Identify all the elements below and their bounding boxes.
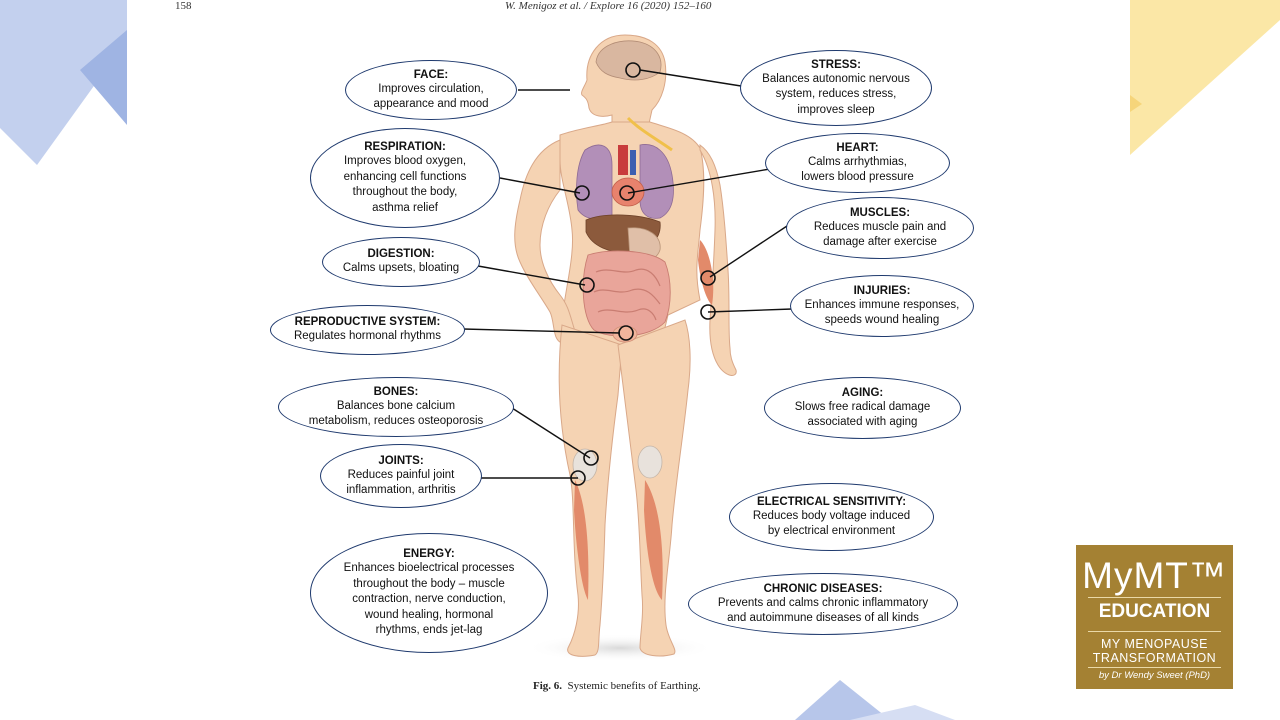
callout-respiration: RESPIRATION: Improves blood oxygen, enhan… bbox=[310, 128, 500, 228]
callout-chronic-line: and autoimmune diseases of all kinds bbox=[727, 612, 919, 624]
right-knee bbox=[637, 445, 663, 479]
callout-muscles-line: damage after exercise bbox=[823, 236, 937, 248]
callout-electrical-title: ELECTRICAL SENSITIVITY: bbox=[756, 495, 907, 508]
figure-label: Fig. 6. bbox=[533, 680, 563, 692]
forearm-muscle bbox=[698, 240, 714, 305]
callout-respiration-line: enhancing cell functions bbox=[343, 170, 467, 183]
figure-caption: Fig. 6. Systemic benefits of Earthing. bbox=[533, 680, 701, 692]
callout-stress-line: system, reduces stress, bbox=[775, 88, 897, 101]
callout-muscles-line: Reduces muscle pain and bbox=[813, 220, 947, 233]
logo-divider bbox=[1088, 667, 1221, 668]
left-lung bbox=[576, 144, 613, 220]
callout-bones-line: metabolism, reduces osteoporosis bbox=[308, 415, 484, 427]
callout-chronic: CHRONIC DISEASES: Prevents and calms chr… bbox=[688, 573, 958, 635]
callout-face: FACE: Improves circulation, appearance an… bbox=[345, 60, 517, 120]
callout-energy-line: wound healing, hormonal bbox=[364, 608, 494, 621]
callout-aging-line: Slows free radical damage bbox=[794, 400, 931, 413]
callout-respiration-title: RESPIRATION: bbox=[364, 141, 446, 153]
intestines bbox=[582, 250, 671, 337]
callout-electrical-line: by electrical environment bbox=[767, 525, 896, 537]
callout-joints-line: Reduces painful joint bbox=[347, 468, 455, 481]
callout-electrical-line: Reduces body voltage induced bbox=[752, 509, 911, 522]
callout-muscles: MUSCLES: Reduces muscle pain and damage a… bbox=[786, 197, 974, 259]
callout-bones: BONES: Balances bone calcium metabolism, … bbox=[278, 377, 514, 437]
callout-face-line: Improves circulation, bbox=[378, 82, 484, 95]
callout-joints-line: inflammation, arthritis bbox=[346, 484, 456, 496]
callout-respiration-line: throughout the body, bbox=[352, 186, 458, 198]
aorta bbox=[618, 145, 628, 175]
callout-reproductive-line: Regulates hormonal rhythms bbox=[293, 330, 441, 343]
decor-yellow-top-right bbox=[1130, 0, 1280, 155]
callout-digestion-line: Calms upsets, bloating bbox=[342, 262, 460, 275]
logo-byline: by Dr Wendy Sweet (PhD) bbox=[1098, 670, 1211, 681]
callout-injuries-line: speeds wound healing bbox=[824, 314, 940, 326]
callout-respiration-line: asthma relief bbox=[372, 201, 438, 214]
callout-injuries: INJURIES: Enhances immune responses, spee… bbox=[790, 275, 974, 337]
left-leg-muscle bbox=[574, 480, 589, 600]
floor-shadow bbox=[525, 634, 715, 662]
right-leg-muscle bbox=[644, 480, 663, 600]
callout-face-title: FACE: bbox=[413, 68, 449, 81]
page-header: 158 W. Menigoz et al. / Explore 16 (2020… bbox=[175, 0, 745, 16]
callout-chronic-title: CHRONIC DISEASES: bbox=[763, 582, 883, 595]
decor-blue-top-left bbox=[0, 0, 127, 165]
callout-energy: ENERGY: Enhances bioelectrical processes… bbox=[310, 533, 548, 653]
page-number: 158 bbox=[175, 0, 192, 12]
callout-stress: STRESS: Balances autonomic nervous system… bbox=[740, 50, 932, 126]
callout-injuries-line: Enhances immune responses, bbox=[804, 298, 960, 311]
callout-aging-line: associated with aging bbox=[807, 416, 918, 428]
callout-joints: JOINTS: Reduces painful joint inflammatio… bbox=[320, 444, 482, 508]
callout-muscles-title: MUSCLES: bbox=[849, 206, 911, 219]
journal-reference: W. Menigoz et al. / Explore 16 (2020) 15… bbox=[505, 0, 712, 12]
callout-energy-line: rhythms, ends jet-lag bbox=[375, 624, 483, 637]
callout-chronic-line: Prevents and calms chronic inflammatory bbox=[717, 596, 929, 609]
callout-stress-line: improves sleep bbox=[797, 103, 875, 116]
callout-reproductive-title: REPRODUCTIVE SYSTEM: bbox=[294, 316, 441, 329]
callout-heart-line: lowers blood pressure bbox=[801, 171, 914, 183]
callout-electrical: ELECTRICAL SENSITIVITY: Reduces body vol… bbox=[729, 483, 934, 551]
body-silhouette bbox=[514, 34, 737, 657]
logo-divider bbox=[1088, 631, 1221, 632]
heart bbox=[611, 177, 645, 207]
callout-heart-line: Calms arrhythmias, bbox=[807, 155, 908, 168]
callout-energy-line: contraction, nerve conduction, bbox=[352, 593, 506, 606]
figure-caption-text: Systemic benefits of Earthing. bbox=[567, 680, 701, 692]
callout-reproductive: REPRODUCTIVE SYSTEM: Regulates hormonal … bbox=[270, 305, 465, 355]
callout-aging: AGING: Slows free radical damage associat… bbox=[764, 377, 961, 439]
callout-aging-title: AGING: bbox=[841, 386, 884, 399]
marker-circles bbox=[570, 62, 716, 486]
callout-face-line: appearance and mood bbox=[373, 98, 489, 110]
callout-stress-line: Balances autonomic nervous bbox=[762, 72, 910, 85]
logo-education: EDUCATION bbox=[1098, 601, 1211, 622]
logo-my-menopause: MY MENOPAUSE bbox=[1101, 637, 1208, 651]
callout-bones-title: BONES: bbox=[373, 385, 419, 398]
callout-energy-line: throughout the body – muscle bbox=[353, 577, 505, 590]
callout-heart-title: HEART: bbox=[836, 141, 879, 154]
callout-injuries-title: INJURIES: bbox=[853, 284, 911, 297]
callout-digestion-title: DIGESTION: bbox=[367, 248, 435, 261]
callout-digestion: DIGESTION: Calms upsets, bloating bbox=[322, 237, 480, 287]
callout-stress-title: STRESS: bbox=[811, 58, 861, 71]
logo-transformation: TRANSFORMATION bbox=[1092, 651, 1217, 665]
callout-heart: HEART: Calms arrhythmias, lowers blood pr… bbox=[765, 133, 950, 193]
neck-nerves bbox=[626, 116, 673, 152]
right-lung bbox=[639, 144, 674, 219]
callout-energy-line: Enhances bioelectrical processes bbox=[343, 562, 515, 575]
mymt-education-logo: MyMT™ EDUCATION MY MENOPAUSE TRANSFORMAT… bbox=[1076, 545, 1233, 689]
callout-bones-line: Balances bone calcium bbox=[336, 399, 456, 412]
decor-blue-bottom bbox=[795, 680, 955, 720]
connector-lines bbox=[462, 69, 793, 479]
logo-divider bbox=[1088, 597, 1221, 598]
callout-joints-title: JOINTS: bbox=[378, 454, 424, 467]
callout-energy-title: ENERGY: bbox=[403, 548, 455, 561]
callout-respiration-line: Improves blood oxygen, bbox=[343, 155, 467, 167]
vein bbox=[630, 150, 636, 175]
logo-mymt: MyMT™ bbox=[1082, 555, 1227, 596]
